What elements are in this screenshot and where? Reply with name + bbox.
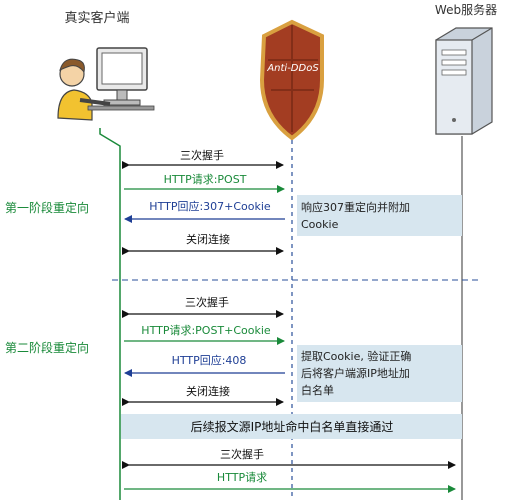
p1-handshake-label: 三次握手 — [180, 148, 224, 162]
final-request-label: HTTP请求 — [217, 471, 267, 484]
p1-response-label: HTTP回应:307+Cookie — [149, 199, 271, 213]
person-at-computer-icon — [57, 47, 155, 121]
client-label: 真实客户端 — [64, 10, 129, 26]
p1-close-label: 关闭连接 — [186, 232, 230, 246]
client-lifeline — [99, 128, 121, 500]
phase1-label: 第一阶段重定向 — [5, 200, 89, 215]
phase2-note-line1: 提取Cookie, 验证正确 — [301, 349, 411, 363]
phase2-label: 第二阶段重定向 — [5, 340, 89, 355]
p2-handshake-label: 三次握手 — [185, 295, 229, 309]
shield-label: Anti-DDoS — [266, 63, 319, 74]
whitelist-banner-box — [121, 414, 462, 439]
final-handshake-label: 三次握手 — [220, 447, 264, 461]
phase2-note-line2: 后将客户端源IP地址加 — [301, 366, 410, 380]
p2-close-label: 关闭连接 — [186, 384, 230, 398]
shield-icon: Anti-DDoS — [259, 19, 324, 141]
p2-response-label: HTTP回应:408 — [172, 353, 247, 367]
phase2-note-line3: 白名单 — [301, 383, 334, 397]
p2-request-label: HTTP请求:POST+Cookie — [141, 324, 271, 337]
whitelist-banner-text: 后续报文源IP地址命中白名单直接通过 — [191, 419, 394, 434]
server-label: Web服务器 — [435, 2, 497, 17]
phase1-note-line1: 响应307重定向并附加 — [301, 200, 410, 214]
p1-request-label: HTTP请求:POST — [164, 173, 247, 186]
phase1-note-box — [297, 195, 462, 236]
phase2-note-box — [297, 345, 462, 402]
server-tower-icon — [435, 27, 493, 135]
phase1-note-line2: Cookie — [301, 218, 339, 231]
